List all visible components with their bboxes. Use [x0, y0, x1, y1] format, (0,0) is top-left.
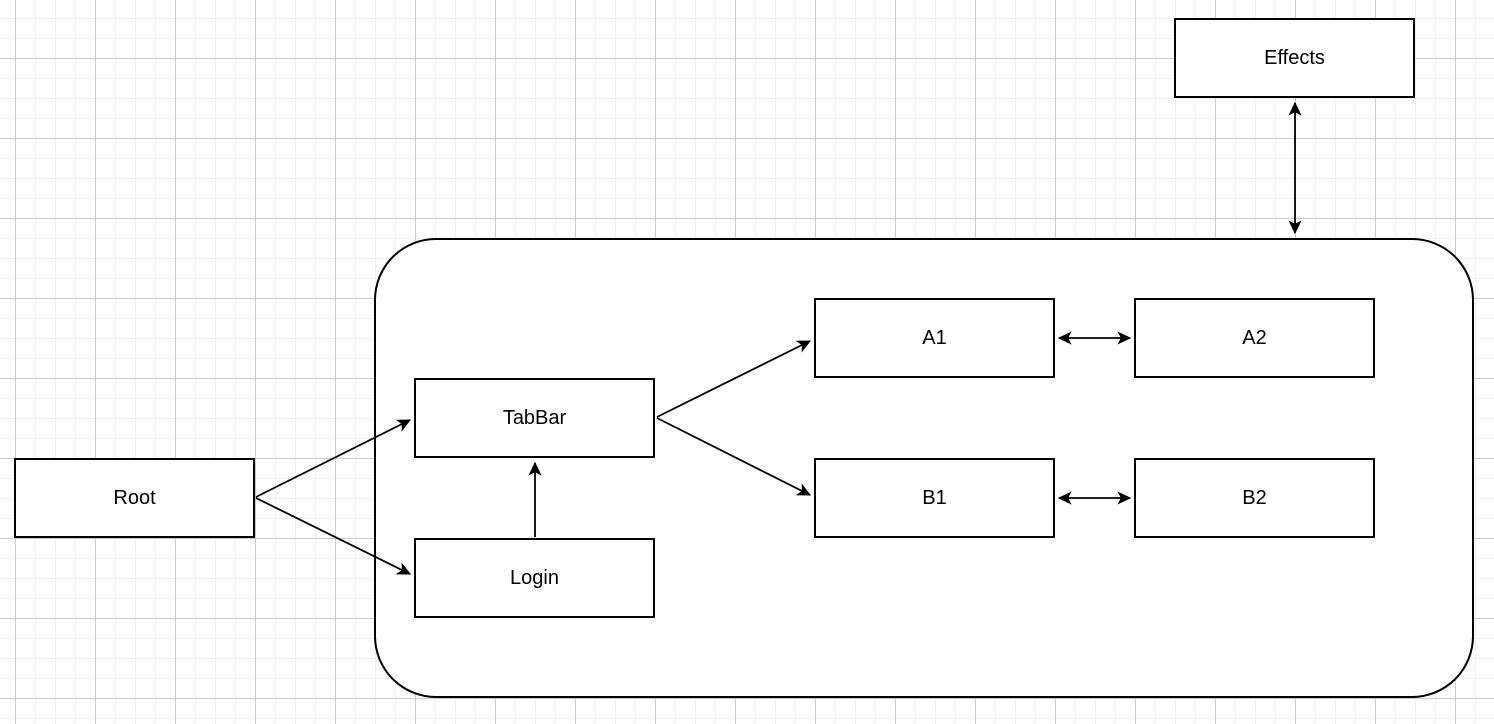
node-a1-label: A1	[922, 326, 947, 349]
edge-tabbar-a1[interactable]	[656, 340, 812, 418]
edge-root-login[interactable]	[255, 497, 412, 575]
node-b1[interactable]: B1	[814, 458, 1055, 538]
node-b2[interactable]: B2	[1134, 458, 1375, 538]
node-b2-label: B2	[1242, 486, 1267, 509]
node-b1-label: B1	[922, 486, 947, 509]
node-a2[interactable]: A2	[1134, 298, 1375, 378]
node-a2-label: A2	[1242, 326, 1267, 349]
node-login[interactable]: Login	[414, 538, 655, 618]
node-root-label: Root	[113, 486, 156, 509]
node-effects[interactable]: Effects	[1174, 18, 1415, 98]
edge-root-tabbar[interactable]	[255, 419, 412, 498]
node-effects-label: Effects	[1264, 46, 1325, 69]
node-tabbar-label: TabBar	[502, 406, 567, 429]
node-a1[interactable]: A1	[814, 298, 1055, 378]
edge-tabbar-b1[interactable]	[656, 417, 812, 496]
node-login-label: Login	[510, 566, 559, 589]
node-tabbar[interactable]: TabBar	[414, 378, 655, 458]
node-root[interactable]: Root	[14, 458, 255, 538]
